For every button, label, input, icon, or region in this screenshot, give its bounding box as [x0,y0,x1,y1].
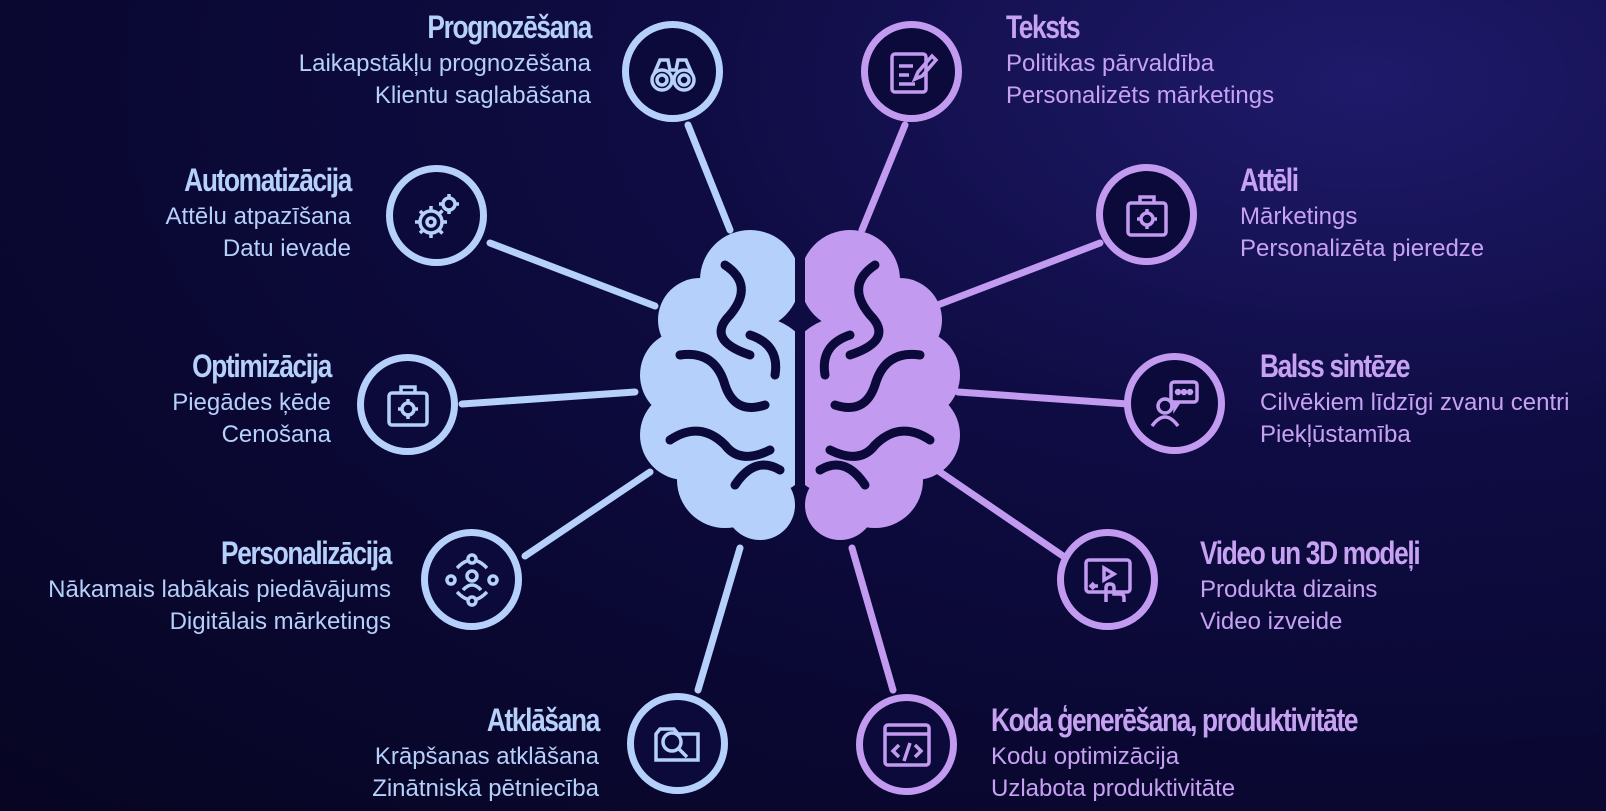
item-cenosana: Cenošana [221,420,331,448]
title-atklasana: Atklāšana [486,702,600,738]
document-edit-icon [889,51,938,94]
item-zinatniska: Zinātniskā pētniecība [372,774,599,802]
video-touch-icon [1083,557,1132,602]
node-atklasana [627,693,728,794]
label-teksts: Teksts Politikas pārvaldība Personalizēt… [1006,6,1566,111]
connector-atklasana [694,544,744,694]
title-balss-sinteze: Balss sintēze [1260,348,1411,384]
label-prognozesana: Prognozēšana Laikapstākļu prognozēšana K… [31,6,593,111]
binoculars-icon [649,57,696,92]
title-prognozesana: Prognozēšana [427,9,592,45]
item-marketings: Mārketings [1240,203,1358,230]
node-teksts [861,21,962,122]
item-video-izveide: Video izveide [1200,607,1343,635]
title-personalizacija: Personalizācija [221,535,392,571]
label-atteli: Attēli Mārketings Personalizēta pieredze [1240,159,1606,264]
person-speech-icon [1150,379,1199,427]
item-nakamais: Nākamais labākais piedāvājums [48,576,391,603]
item-produkta-dizains: Produkta dizains [1200,576,1378,603]
item-datu-ievade: Datu ievade [222,234,351,262]
connector-video [936,468,1067,560]
title-atteli: Attēli [1240,162,1299,198]
label-video: Video un 3D modeļi Produkta dizains Vide… [1200,532,1606,637]
label-balss-sinteze: Balss sintēze Cilvēkiem līdzīgi zvanu ce… [1260,345,1606,450]
connector-optimizacija [458,388,639,408]
item-kodu-optimizacija: Kodu optimizācija [991,743,1180,770]
label-koda: Koda ģenerēšana, produktivitāte Kodu opt… [991,699,1551,804]
title-optimizacija: Optimizācija [192,348,332,384]
item-politikas: Politikas pārvaldība [1006,50,1215,77]
node-balss-sinteze [1124,353,1225,454]
item-piegades-kede: Piegādes ķēde [172,389,331,416]
item-klientu: Klientu saglabāšana [374,81,591,109]
connector-koda [848,544,897,694]
toolbox-gear-icon [1125,194,1168,237]
toolbox-gear-icon [386,384,429,427]
node-personalizacija [421,529,522,630]
connector-balss-sinteze [954,388,1132,408]
people-network-icon [444,552,499,607]
connector-personalizacija [521,468,654,560]
item-attelu-atpazisana: Attēlu atpazīšana [165,203,351,230]
item-personalizeta: Personalizēta pieredze [1240,234,1485,262]
title-automatizacija: Automatizācija [184,162,352,198]
connector-atteli [931,239,1104,310]
title-koda: Koda ģenerēšana, produktivitāte [991,702,1358,738]
item-digitalais: Digitālais mārketings [169,607,391,635]
node-prognozesana [622,21,723,122]
item-krapsanas: Krāpšanas atklāšana [374,743,599,770]
gears-icon [414,193,459,238]
brain-icon [640,230,960,540]
node-optimizacija [357,354,458,455]
folder-search-icon [653,726,700,762]
title-teksts: Teksts [1006,9,1081,45]
label-automatizacija: Automatizācija Attēlu atpazīšana Datu ie… [0,159,353,264]
connector-automatizacija [486,239,659,310]
label-optimizacija: Optimizācija Piegādes ķēde Cenošana [0,345,332,450]
item-personalizets: Personalizēts mārketings [1006,81,1275,109]
node-automatizacija [386,165,487,266]
item-uzlabota: Uzlabota produktivitāte [991,774,1236,802]
item-piekljustamiba: Piekļūstamība [1260,420,1411,448]
connector-prognozesana [684,121,734,234]
label-atklasana: Atklāšana Krāpšanas atklāšana Zinātniskā… [39,699,600,804]
item-laikapstaklu: Laikapstākļu prognozēšana [298,50,591,77]
item-cilvekiem: Cilvēkiem līdzīgi zvanu centri [1260,389,1570,416]
node-video [1057,529,1158,630]
label-personalizacija: Personalizācija Nākamais labākais piedāv… [0,532,392,637]
node-koda [856,694,957,795]
title-video: Video un 3D modeļi [1200,535,1421,571]
node-atteli [1096,164,1197,265]
connector-teksts [858,121,909,234]
code-window-icon [882,722,931,767]
